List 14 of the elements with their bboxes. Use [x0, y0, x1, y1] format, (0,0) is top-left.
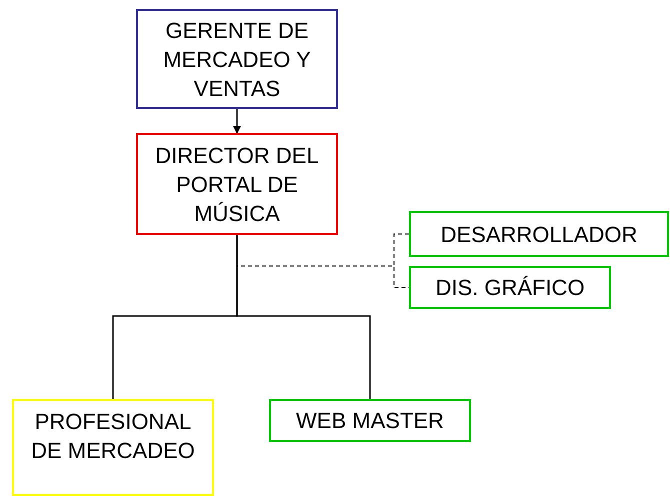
- org-box: [409, 211, 669, 257]
- role-title: DIRECTOR DEL PORTAL DE MÚSICA: [154, 142, 320, 228]
- connector-line: [233, 109, 241, 134]
- role-title: DIS. GRÁFICO: [435, 274, 585, 302]
- role-title: GERENTE DE MERCADEO Y VENTAS: [162, 16, 312, 102]
- org-box: [12, 399, 214, 496]
- org-box: [269, 399, 471, 442]
- role-title: WEB MASTER: [296, 407, 444, 435]
- org-box: [136, 133, 338, 235]
- org-box: [409, 266, 611, 309]
- connector-line: [236, 235, 371, 399]
- role-title: PROFESIONAL DE MERCADEO: [30, 408, 196, 465]
- role-title: DESARROLLADOR: [440, 220, 638, 248]
- org-box: [136, 9, 338, 109]
